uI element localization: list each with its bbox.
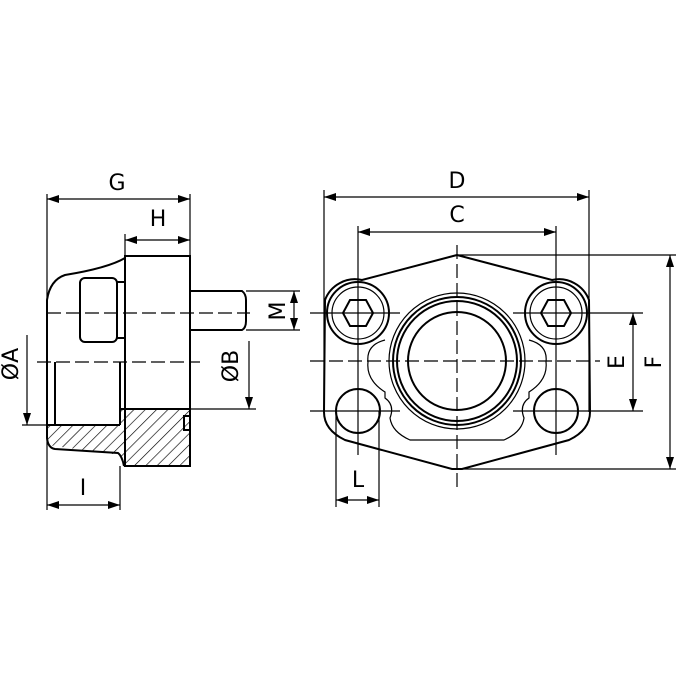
label-c: C: [449, 203, 464, 228]
label-f: F: [642, 356, 667, 369]
label-m: M: [266, 302, 291, 321]
label-d: D: [449, 169, 466, 194]
label-a: ØA: [0, 348, 24, 380]
label-h: H: [150, 207, 167, 232]
screw-washer: [116, 281, 126, 339]
label-l: L: [352, 468, 365, 493]
label-e: E: [605, 355, 630, 369]
stud: [190, 290, 247, 331]
screw-head: [79, 277, 118, 343]
section-hatch: [47, 409, 190, 466]
label-i: I: [80, 476, 87, 501]
flange-body: [124, 255, 191, 467]
o-ring-groove: [183, 415, 191, 431]
label-g: G: [108, 171, 125, 196]
side-view: G H M ØB ØA I: [0, 171, 300, 510]
label-b: ØB: [219, 350, 244, 382]
front-view: D C E F L: [310, 169, 676, 507]
